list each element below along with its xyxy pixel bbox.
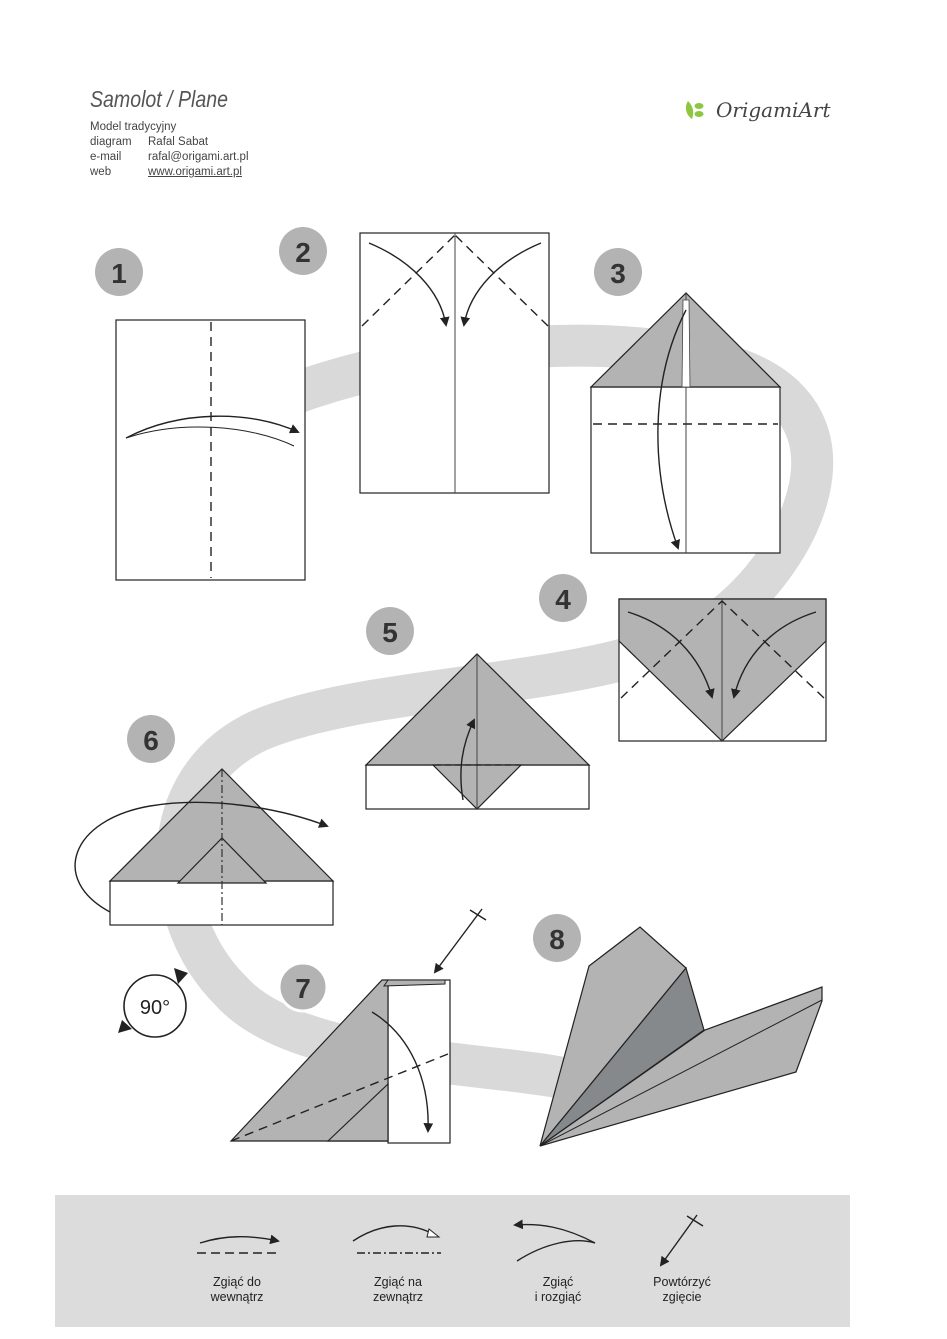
step-badge-8: 8	[533, 914, 581, 962]
legend-label-repeat: Powtórzyć zgięcie	[653, 1275, 711, 1304]
mountain-fold-icon	[352, 1225, 441, 1254]
step-number-7: 7	[295, 973, 311, 1004]
email-row: e-mail rafal@origami.art.pl	[90, 150, 249, 165]
step-number-1: 1	[111, 258, 127, 289]
diagram-author: Rafal Sabat	[148, 136, 209, 148]
step-3-paper	[589, 292, 782, 554]
step-badge-6: 6	[127, 715, 175, 763]
email-label: e-mail	[90, 151, 122, 163]
meta-info: Model tradycyjny diagram Rafal Sabat e-m…	[90, 120, 249, 180]
diagram-label: diagram	[90, 136, 132, 148]
step-1-paper	[115, 319, 306, 581]
legend-icons	[197, 1214, 704, 1267]
web-label: web	[90, 166, 112, 178]
step-number-8: 8	[549, 924, 565, 955]
step-5-paper	[364, 653, 591, 810]
legend-panel: Zgiąć do wewnątrz Zgiąć na zewnątrz Zgią…	[55, 1195, 850, 1327]
step-number-6: 6	[143, 725, 159, 756]
step-badge-7: 7	[277, 961, 329, 1013]
leaf-logo-icon	[685, 101, 704, 119]
step-badge-3: 3	[594, 248, 642, 296]
web-link[interactable]: www.origami.art.pl	[148, 166, 242, 178]
step-badge-1: 1	[95, 248, 143, 296]
origamiart-logo: OrigamiArt	[684, 98, 830, 122]
logo-text: OrigamiArt	[716, 98, 831, 122]
email-value[interactable]: rafal@origami.art.pl	[148, 151, 249, 163]
step-badge-5: 5	[366, 607, 414, 655]
page-title: Samolot / Plane	[90, 86, 229, 112]
model-line: Model tradycyjny	[90, 121, 177, 133]
valley-fold-icon	[197, 1234, 281, 1254]
step-badge-2: 2	[279, 227, 327, 275]
legend-label-fold-unfold: Zgiąć i rozgiąć	[534, 1275, 582, 1304]
step-number-5: 5	[382, 617, 398, 648]
step-number-4: 4	[555, 584, 571, 615]
step-4-paper	[618, 598, 827, 742]
fold-unfold-icon	[513, 1219, 596, 1262]
step-badge-4: 4	[539, 574, 587, 622]
step-2-paper	[359, 232, 550, 494]
legend-label-mountain: Zgiąć na zewnątrz	[372, 1275, 424, 1304]
step-7-paper	[229, 908, 487, 1144]
step-8-plane	[539, 926, 823, 1147]
step-number-2: 2	[295, 237, 311, 268]
legend-label-valley: Zgiąć do wewnątrz	[210, 1275, 264, 1304]
diagram-row: diagram Rafal Sabat	[90, 135, 249, 150]
rotate-90-label: 90°	[140, 997, 170, 1019]
web-row: web www.origami.art.pl	[90, 165, 249, 180]
step-6-paper	[74, 768, 335, 926]
rotate-90-badge: 90°	[118, 968, 188, 1038]
repeat-fold-icon	[659, 1214, 704, 1267]
step-number-3: 3	[610, 258, 626, 289]
